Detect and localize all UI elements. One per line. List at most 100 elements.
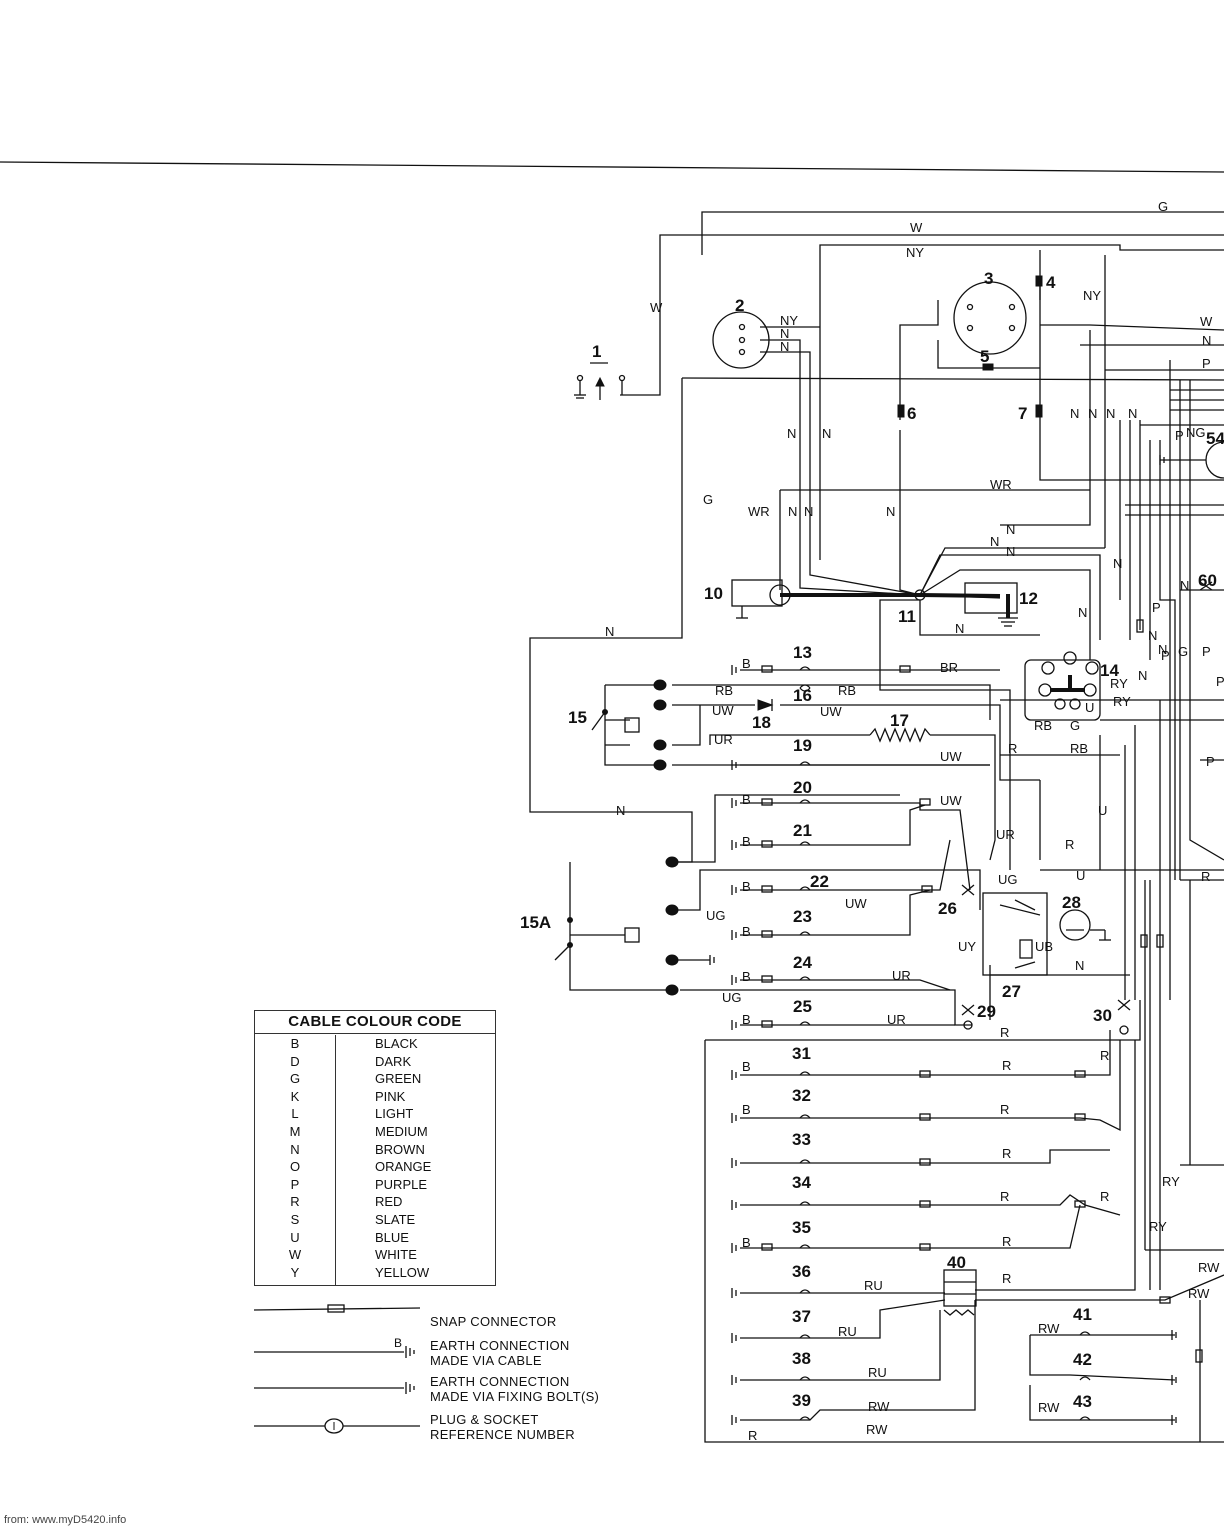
svg-text:W: W (1200, 314, 1213, 329)
label-22: 22 (810, 872, 829, 891)
svg-text:P: P (1161, 648, 1170, 663)
svg-text:RY: RY (1149, 1219, 1167, 1234)
svg-text:UR: UR (887, 1012, 906, 1027)
svg-text:B: B (742, 834, 751, 849)
svg-text:N: N (605, 624, 614, 639)
legend-code: O (289, 1159, 301, 1175)
legend-divider (335, 1035, 336, 1285)
legend-code: U (290, 1229, 300, 1245)
component-2 (712, 311, 770, 369)
svg-text:N: N (1128, 406, 1137, 421)
label-32: 32 (792, 1086, 811, 1105)
snap-connectors (761, 275, 1203, 1363)
svg-text:UG: UG (706, 908, 726, 923)
svg-text:RW: RW (1038, 1400, 1060, 1415)
component-18 (757, 699, 774, 711)
label-3: 3 (984, 269, 993, 288)
component-17 (869, 727, 931, 743)
svg-text:U: U (1098, 803, 1107, 818)
svg-text:N: N (1148, 628, 1157, 643)
key-earth-bolt-line2: MADE VIA FIXING BOLT(S) (430, 1389, 600, 1404)
wire-codes: G W NY W NY N N NY W N P N N N N N N P N… (605, 199, 1224, 1443)
legend-colour-name: BLACK (375, 1036, 418, 1051)
svg-text:P: P (1175, 428, 1184, 443)
svg-text:N: N (616, 803, 625, 818)
legend-code: R (290, 1194, 300, 1210)
component-1 (574, 362, 626, 400)
label-4: 4 (1046, 273, 1056, 292)
svg-text:NY: NY (780, 313, 798, 328)
legend-row: R RED (255, 1193, 495, 1211)
svg-text:RY: RY (1162, 1174, 1180, 1189)
legend-colour-name: PURPLE (375, 1176, 428, 1192)
earth-symbols (709, 455, 1177, 1425)
svg-text:N: N (780, 326, 789, 341)
svg-text:R: R (748, 1428, 757, 1443)
earth-cable-letter: B (394, 1336, 403, 1350)
svg-text:WR: WR (748, 504, 770, 519)
svg-text:BR: BR (940, 660, 958, 675)
svg-text:N: N (1006, 522, 1015, 537)
label-10: 10 (704, 584, 723, 603)
svg-text:NY: NY (906, 245, 924, 260)
legend-colour-name: RED (375, 1194, 403, 1210)
label-18: 18 (752, 713, 771, 732)
svg-text:UY: UY (958, 939, 976, 954)
legend-colour-name: BROWN (375, 1141, 425, 1157)
component-40 (943, 1269, 977, 1316)
label-16: 16 (793, 686, 812, 705)
svg-text:RW: RW (1038, 1321, 1060, 1336)
component-15 (554, 709, 608, 961)
legend-colour-name: BLUE (375, 1229, 409, 1245)
svg-text:RW: RW (868, 1399, 890, 1414)
legend-code: P (290, 1176, 300, 1192)
label-19: 19 (793, 736, 812, 755)
legend-code: B (290, 1036, 300, 1051)
svg-text:N: N (1113, 556, 1122, 571)
label-7: 7 (1018, 404, 1027, 423)
component-26-29-30 (961, 884, 1131, 1035)
svg-text:N: N (1158, 642, 1167, 657)
svg-text:W: W (910, 220, 923, 235)
svg-text:B: B (742, 1012, 751, 1027)
svg-text:N: N (788, 504, 797, 519)
svg-text:R: R (1008, 741, 1017, 756)
svg-text:B: B (742, 792, 751, 807)
label-21: 21 (793, 821, 812, 840)
svg-text:N: N (1070, 406, 1079, 421)
svg-text:N: N (1138, 668, 1147, 683)
svg-text:R: R (1002, 1058, 1011, 1073)
fuse-rows (704, 669, 1224, 1443)
svg-text:RB: RB (838, 683, 856, 698)
label-2: 2 (735, 296, 744, 315)
svg-text:UR: UR (714, 732, 733, 747)
svg-text:RU: RU (864, 1278, 883, 1293)
svg-text:UW: UW (940, 749, 962, 764)
label-13: 13 (793, 643, 812, 662)
svg-text:UW: UW (940, 793, 962, 808)
svg-text:N: N (1088, 406, 1097, 421)
svg-text:P: P (1206, 754, 1215, 769)
svg-text:RY: RY (1110, 676, 1128, 691)
svg-text:N: N (886, 504, 895, 519)
label-14: 14 (1100, 661, 1119, 680)
component-16 (799, 684, 811, 692)
svg-text:UW: UW (820, 704, 842, 719)
svg-text:NY: NY (1083, 288, 1101, 303)
svg-text:B: B (742, 879, 751, 894)
svg-text:RB: RB (1070, 741, 1088, 756)
legend-colour-name: LIGHT (375, 1106, 414, 1122)
svg-text:N: N (990, 534, 999, 549)
key-earth-bolt-line1: EARTH CONNECTION (430, 1374, 570, 1389)
legend-code: M (289, 1123, 301, 1139)
svg-text:R: R (1002, 1234, 1011, 1249)
label-6: 6 (907, 404, 916, 423)
legend-colour-name: ORANGE (375, 1159, 432, 1175)
svg-text:N: N (780, 339, 789, 354)
